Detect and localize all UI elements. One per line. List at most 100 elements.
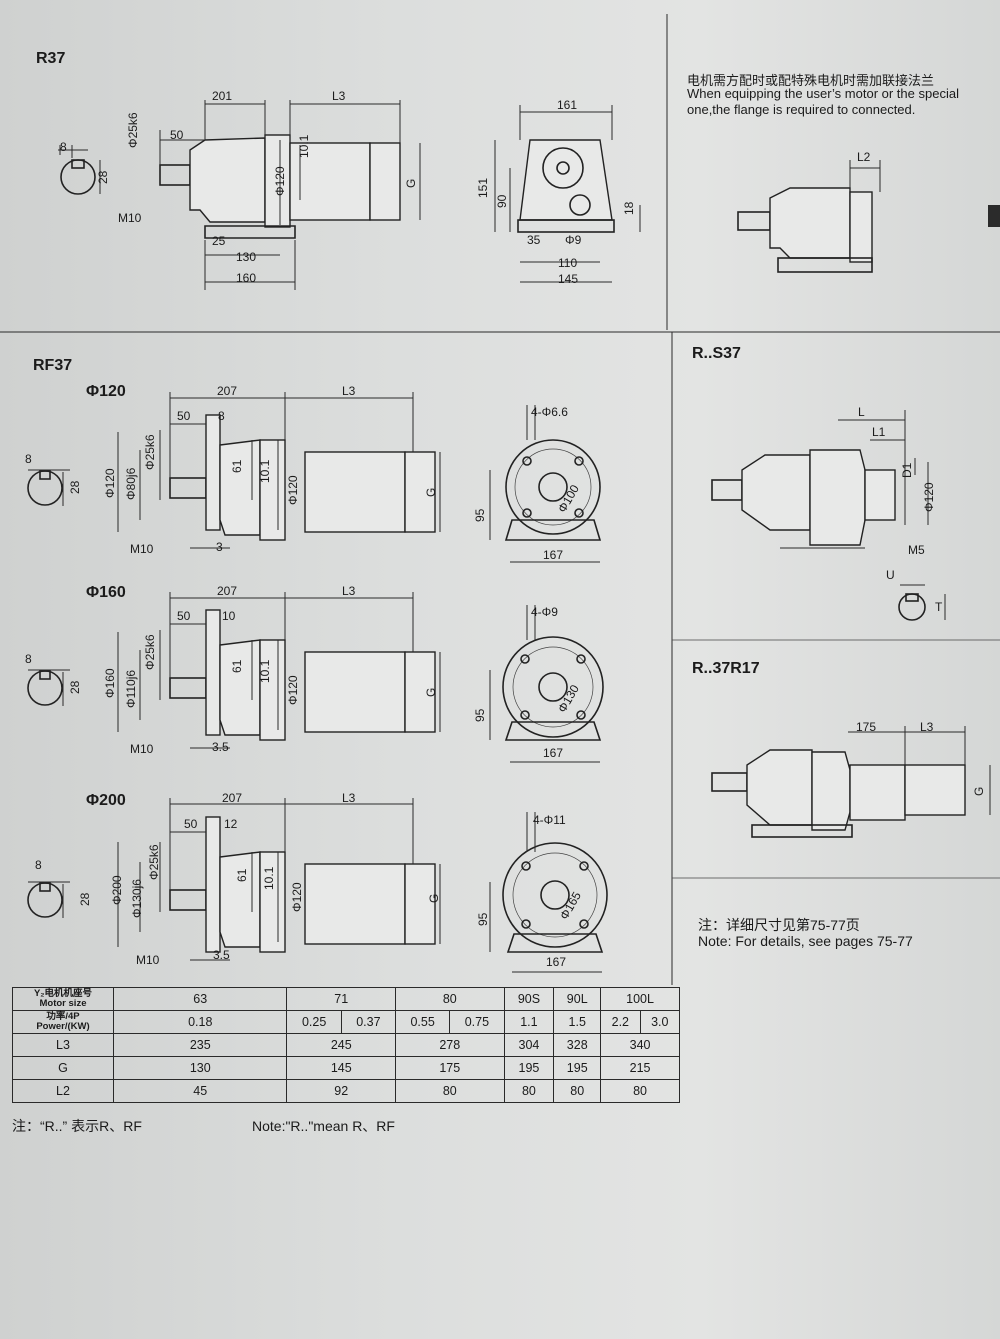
dim-rf200-12: 12 — [224, 817, 238, 831]
rf37-row-120 — [27, 392, 602, 563]
dim-r37r17-175: 175 — [856, 720, 877, 734]
dim-r37-130: 130 — [236, 250, 257, 264]
flange-note-cn: 电机需方配时或配特殊电机时需加联接法兰 — [687, 73, 935, 88]
dim-r37-l3: L3 — [332, 89, 346, 103]
page-edge-tab — [988, 205, 1000, 227]
cell-g-4: 195 — [553, 1056, 602, 1080]
r37r17-view — [711, 726, 991, 838]
cell-l2-1: 92 — [286, 1079, 397, 1103]
dim-rf120-207: 207 — [217, 384, 238, 398]
header-l3: L3 — [12, 1033, 114, 1057]
cell-l3-4: 328 — [553, 1033, 602, 1057]
cell-l3-0: 235 — [112, 1033, 288, 1057]
dim-rs37-t: T — [935, 600, 943, 614]
dim-rf120-50: 50 — [177, 409, 191, 423]
dim-rf120-3: 3 — [216, 540, 223, 554]
footer-note-cn: 注：“R..” 表示R、RF — [12, 1118, 142, 1134]
cell-l2-5: 80 — [600, 1079, 680, 1103]
dim-r37-50: 50 — [170, 128, 184, 142]
cell-power-6: 1.5 — [553, 1010, 602, 1034]
dim-rf120-61: 61 — [230, 459, 244, 473]
dim-rf120-167: 167 — [543, 548, 564, 562]
header-motor-size-cn: Y₂电机机座号 — [33, 988, 93, 999]
dim-rf120-10-1: 10.1 — [258, 459, 272, 483]
rf37-row-200 — [27, 798, 608, 973]
dim-rf200-phi120: Φ120 — [290, 882, 304, 912]
dim-rf200-holes: 4-Φ11 — [533, 813, 566, 827]
dim-r37r17-l3: L3 — [920, 720, 934, 734]
dim-r37-145: 145 — [558, 272, 579, 286]
cell-power-0: 0.18 — [112, 1010, 288, 1034]
dim-r37-m10: M10 — [118, 211, 142, 225]
dim-rf200-m10: M10 — [136, 953, 160, 967]
dim-r37-160: 160 — [236, 271, 257, 285]
dim-rf160-50: 50 — [177, 609, 191, 623]
dim-r37-110: 110 — [558, 256, 578, 270]
cell-l3-5: 340 — [600, 1033, 680, 1057]
dim-rf160-phi120: Φ120 — [286, 675, 300, 705]
dim-r37-151: 151 — [476, 177, 490, 198]
dim-rf120-key-8: 8 — [25, 452, 32, 466]
dim-rf120-l3: L3 — [342, 384, 356, 398]
dim-rs37-l: L — [858, 405, 865, 419]
r37-front-view — [494, 105, 641, 283]
section-title-r37: R37 — [36, 50, 66, 67]
cell-motor-63: 63 — [112, 987, 288, 1011]
dim-rf200-207: 207 — [222, 791, 243, 805]
dim-rf200-3-5: 3.5 — [213, 948, 230, 962]
cell-g-1: 145 — [286, 1056, 397, 1080]
dim-rf120-m10: M10 — [130, 542, 154, 556]
dim-rf120-g: G — [424, 487, 438, 497]
cell-power-2: 0.37 — [340, 1010, 397, 1034]
dim-rf160-207: 207 — [217, 584, 238, 598]
dim-rf160-95: 95 — [473, 708, 487, 722]
rf37-row-160 — [27, 592, 604, 763]
table-row-l2: L2 45 92 80 80 80 80 — [12, 1079, 680, 1103]
cell-l2-4: 80 — [553, 1079, 602, 1103]
cell-l2-2: 80 — [395, 1079, 505, 1103]
dim-rf160-l3: L3 — [342, 584, 356, 598]
dim-rf120-95: 95 — [473, 508, 487, 522]
dim-r37-8: 8 — [60, 140, 67, 154]
dim-rf160-10: 10 — [222, 609, 236, 623]
dim-rf200-10-1: 10.1 — [262, 866, 276, 890]
flange-label-160: Φ160 — [86, 584, 126, 601]
cell-motor-71: 71 — [286, 987, 397, 1011]
dim-rf120-flange: Φ120 — [103, 468, 117, 498]
dim-rf200-50: 50 — [184, 817, 198, 831]
cell-motor-90l: 90L — [553, 987, 602, 1011]
cell-power-5: 1.1 — [503, 1010, 555, 1034]
header-g: G — [12, 1056, 114, 1080]
section-title-r37r17: R..37R17 — [692, 660, 760, 677]
dim-rf200-167: 167 — [546, 955, 567, 969]
dim-rf160-10-1: 10.1 — [258, 659, 272, 683]
dim-r37-25k6: Φ25k6 — [126, 112, 140, 148]
flange-note-en-1: When equipping the user’s motor or the s… — [687, 86, 959, 101]
details-note-cn: 注：详细尺寸见第75-77页 — [698, 917, 860, 933]
header-power-en: Power/(KW) — [36, 1021, 90, 1032]
dim-rf200-61: 61 — [235, 868, 249, 882]
dim-r37-l2: L2 — [857, 150, 871, 164]
dim-r37-18: 18 — [622, 201, 636, 215]
dim-rs37-phi120: Φ120 — [922, 482, 936, 512]
dim-rf160-167: 167 — [543, 746, 564, 760]
dim-rs37-l1: L1 — [872, 425, 886, 439]
dim-rf200-95: 95 — [476, 912, 490, 926]
cell-l2-3: 80 — [503, 1079, 555, 1103]
cell-motor-80: 80 — [395, 987, 505, 1011]
dim-rf160-key-8: 8 — [25, 652, 32, 666]
dim-rf200-key-8: 8 — [35, 858, 42, 872]
dim-rf120-25k6: Φ25k6 — [143, 434, 157, 470]
section-title-rf37: RF37 — [33, 357, 73, 374]
r37-flange-view — [737, 160, 881, 273]
cell-motor-100l: 100L — [600, 987, 680, 1011]
rs37-view — [711, 410, 946, 621]
table-row-g: G 130 145 175 195 195 215 — [12, 1056, 680, 1080]
dim-r37-201: 201 — [212, 89, 233, 103]
dim-r37-35: 35 — [527, 233, 541, 247]
dim-rf120-28: 28 — [68, 480, 82, 494]
cell-l3-2: 278 — [395, 1033, 505, 1057]
